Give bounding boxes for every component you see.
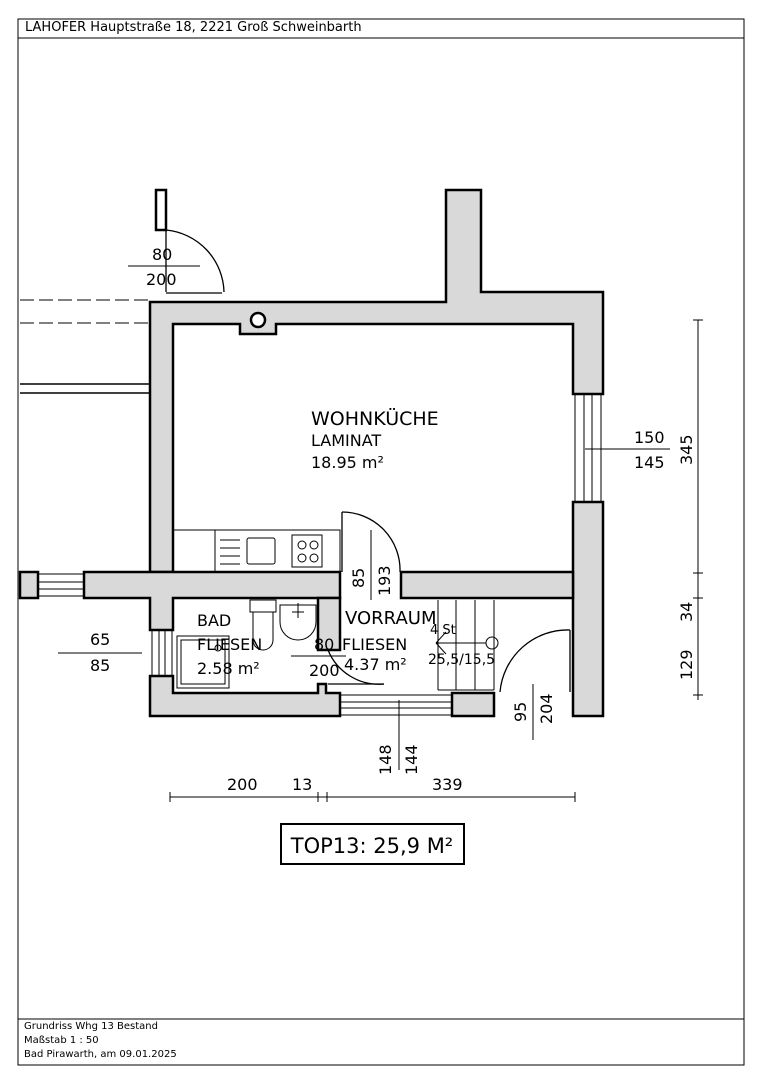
dimension-lines: [58, 265, 703, 802]
room-floor-vorraum: FLIESEN: [342, 635, 407, 654]
room-area-wohnkueche: 18.95 m²: [311, 453, 384, 472]
stairs-ratio: 25,5/15,5: [428, 652, 495, 668]
room-name-bad: BAD: [197, 611, 231, 630]
dim-right-3: 34: [677, 602, 696, 622]
dim-bottom-2: 13: [292, 775, 312, 794]
room-name-wohnkueche: WOHNKÜCHE: [311, 407, 439, 430]
vorraum-window-width: 148: [376, 744, 395, 775]
footer-line-1: Grundriss Whg 13 Bestand: [24, 1021, 158, 1032]
stairs: [435, 600, 499, 691]
kitchen-door-width: 85: [349, 568, 368, 588]
bath-door-height: 200: [309, 661, 340, 680]
footer-line-2: Maßstab 1 : 50: [24, 1035, 99, 1046]
entry-door-height: 204: [537, 693, 556, 724]
room-area-bad: 2.58 m²: [197, 659, 260, 678]
entrance-door-height: 200: [146, 270, 177, 289]
entry-door-width: 95: [511, 702, 530, 722]
bath-window-width: 65: [90, 630, 110, 649]
bath-window-height: 85: [90, 656, 110, 675]
dim-bottom-1: 200: [227, 775, 258, 794]
doors: [165, 196, 571, 693]
sheet-border: [17, 18, 745, 1066]
dim-right-1: 345: [677, 434, 696, 465]
chimney-symbol: [249, 311, 267, 329]
room-area-vorraum: 4.37 m²: [344, 655, 407, 674]
stairs-count: 4 St: [430, 623, 456, 638]
walls: [18, 188, 605, 718]
kitchen-counter: [172, 529, 341, 573]
bath-door-width: 80: [314, 635, 334, 654]
room-labels: WOHNKÜCHE LAMINAT 18.95 m² BAD FLIESEN 2…: [197, 407, 495, 678]
kitchen-window-width: 150: [634, 428, 665, 447]
bathroom-fixtures: [176, 599, 317, 689]
windows: [37, 393, 602, 716]
room-floor-wohnkueche: LAMINAT: [311, 431, 381, 450]
vorraum-window-height: 144: [402, 744, 421, 775]
dimension-labels: 200 13 339 345 129 34 80 200 65 85 150 1…: [90, 245, 696, 794]
footer-line-3: Bad Pirawarth, am 09.01.2025: [24, 1049, 177, 1060]
neighbour-dashed-lines: [20, 299, 150, 324]
summary-label: TOP13: 25,9 M²: [290, 834, 453, 858]
dim-bottom-3: 339: [432, 775, 463, 794]
kitchen-door-height: 193: [375, 565, 394, 596]
room-name-vorraum: VORRAUM: [345, 608, 436, 629]
header-title: LAHOFER Hauptstraße 18, 2221 Groß Schwei…: [25, 20, 362, 35]
dim-right-2: 129: [677, 649, 696, 680]
summary-box: [280, 823, 465, 865]
room-floor-bad: FLIESEN: [197, 635, 262, 654]
entrance-door-width: 80: [152, 245, 172, 264]
kitchen-window-height: 145: [634, 453, 665, 472]
